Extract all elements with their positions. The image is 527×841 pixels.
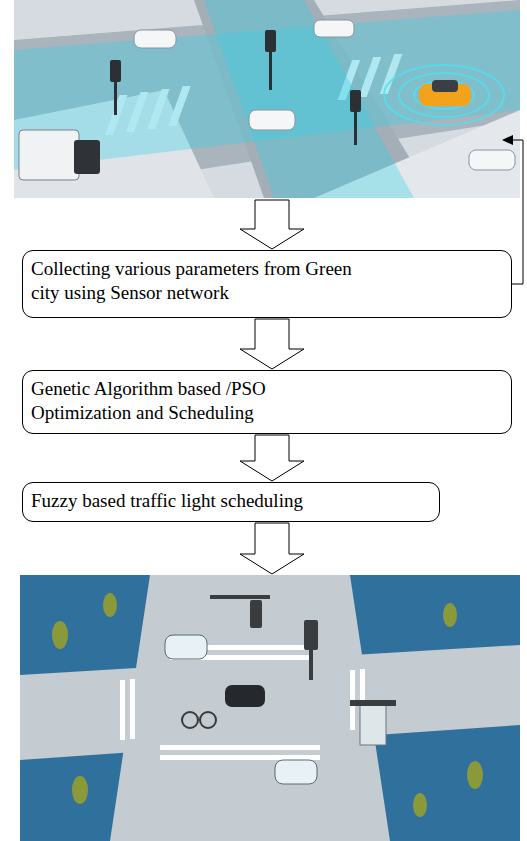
city-illustration: [14, 0, 520, 198]
trees: [52, 593, 483, 817]
traffic-lights: [210, 595, 318, 680]
bus-stop: [350, 700, 396, 745]
ground: [14, 0, 520, 198]
sensor-waves: [384, 65, 504, 125]
process-box: Collecting various parameters from Green…: [22, 250, 512, 318]
road: [14, 0, 520, 198]
feedback-line: [512, 140, 523, 284]
box-text: Fuzzy based traffic light scheduling: [23, 483, 439, 519]
block-arrow: [240, 435, 304, 481]
road: [20, 645, 520, 760]
sensor-field: [14, 0, 520, 198]
ground: [20, 575, 520, 841]
traffic-lights: [110, 30, 361, 145]
box-text: Collecting various parameters from Green…: [23, 251, 374, 311]
cars: [165, 635, 317, 784]
intersection-illustration: [20, 575, 520, 841]
block-arrow: [240, 200, 304, 249]
process-box: Genetic Algorithm based /PSO Optimizatio…: [22, 370, 512, 434]
process-box: Fuzzy based traffic light scheduling: [22, 482, 440, 522]
crosswalk: [120, 645, 365, 760]
block-arrow: [240, 523, 304, 574]
arrow-head: [502, 135, 513, 145]
block-arrow: [240, 319, 304, 369]
box-text: Genetic Algorithm based /PSO Optimizatio…: [23, 371, 374, 431]
cars: [19, 20, 515, 180]
